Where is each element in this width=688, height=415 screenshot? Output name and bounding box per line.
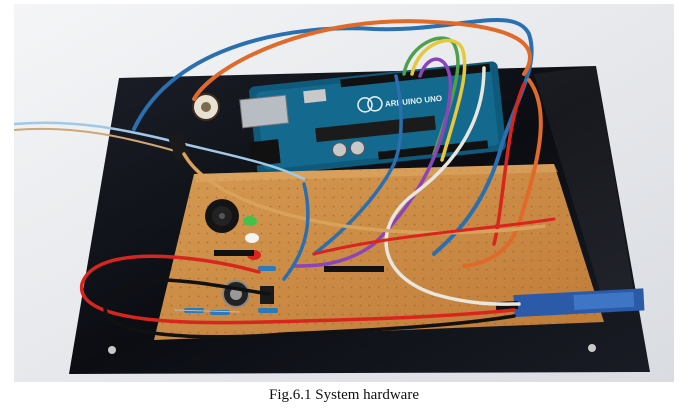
wire-red-right bbox=[492, 82, 526, 246]
figure-caption: Fig.6.1 System hardware bbox=[269, 387, 419, 403]
standoff-screw-1 bbox=[108, 346, 116, 354]
power-jack bbox=[248, 139, 281, 167]
wire-blue-down bbox=[282, 182, 310, 281]
wire-black-loop bbox=[103, 278, 516, 339]
capacitor-2 bbox=[349, 140, 365, 156]
base-reflection bbox=[534, 66, 634, 304]
buzzer bbox=[205, 199, 239, 233]
jumper-wires bbox=[14, 17, 556, 339]
resistors bbox=[173, 266, 278, 315]
capacitor-1 bbox=[332, 142, 348, 158]
wire-red-loop bbox=[80, 254, 516, 325]
microcontroller-chip bbox=[315, 115, 436, 143]
wire-orange-right bbox=[462, 78, 543, 268]
bluetooth-module bbox=[495, 288, 645, 318]
wire-yellow-ribbon bbox=[410, 38, 467, 162]
pcb-header-strip-2 bbox=[324, 266, 384, 272]
wire-purple-ribbon bbox=[292, 57, 453, 268]
wire-blue-top bbox=[132, 17, 534, 256]
wire-tan bbox=[182, 152, 546, 235]
led-green bbox=[243, 216, 257, 226]
digital-header bbox=[340, 63, 491, 88]
wire-orange-top bbox=[192, 19, 532, 101]
hardware-photo: ARDUINO UNO bbox=[14, 4, 674, 382]
pcb-header-strip-1 bbox=[214, 250, 254, 256]
led-white bbox=[245, 233, 259, 243]
wire-white bbox=[384, 66, 521, 306]
standoff-screw-2 bbox=[588, 344, 596, 352]
usb-connector bbox=[239, 94, 290, 129]
hardware-illustration: ARDUINO UNO bbox=[14, 4, 674, 382]
wire-blue-ribbon bbox=[312, 74, 403, 256]
